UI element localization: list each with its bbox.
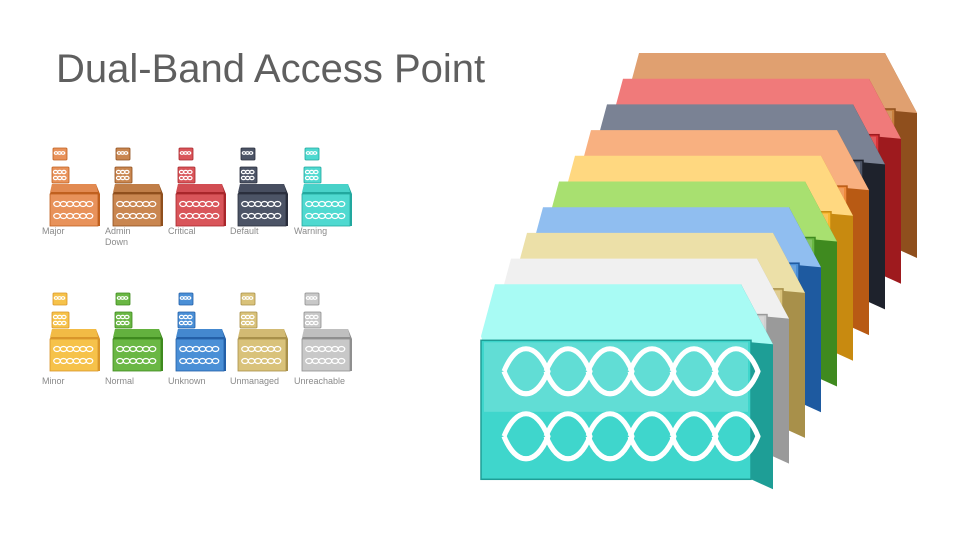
status-icon-warning: Warning: [292, 140, 352, 250]
status-icon-unreachable: Unreachable: [292, 285, 352, 395]
status-icon-minor: Minor: [40, 285, 100, 395]
status-icon-normal: Normal: [103, 285, 163, 395]
access-point-icon: [175, 147, 226, 227]
status-label: Admin Down: [105, 226, 131, 247]
status-icon-default: Default: [228, 140, 288, 250]
access-point-icon: [49, 147, 100, 227]
status-label: Normal: [105, 376, 135, 386]
access-point-icon: [301, 147, 352, 227]
status-label: Major: [42, 226, 65, 236]
status-icon-critical: Critical: [166, 140, 226, 250]
access-point-icon: [112, 147, 163, 227]
status-icon-unmanaged: Unmanaged: [228, 285, 288, 395]
status-label: Warning: [294, 226, 328, 236]
access-point-stack: [440, 40, 940, 540]
slide-title: Dual-Band Access Point: [56, 47, 486, 91]
access-point-icon: [49, 292, 100, 372]
access-point-icon: [112, 292, 163, 372]
access-point-icon: [237, 147, 288, 227]
status-label: Critical: [168, 226, 196, 236]
status-icon-admin-down: Admin Down: [103, 140, 163, 250]
status-label: Unmanaged: [230, 376, 280, 386]
status-label: Default: [230, 226, 259, 236]
access-point-stack-svg: [480, 53, 917, 490]
access-point-icon: [237, 292, 288, 372]
status-icon-unknown: Unknown: [166, 285, 226, 395]
status-label: Minor: [42, 376, 65, 386]
stack-access-point-warning: [480, 284, 773, 490]
access-point-icon: [175, 292, 226, 372]
access-point-icon: [301, 292, 352, 372]
status-label: Unknown: [168, 376, 206, 386]
status-icon-major: Major: [40, 140, 100, 250]
status-label: Unreachable: [294, 376, 346, 386]
